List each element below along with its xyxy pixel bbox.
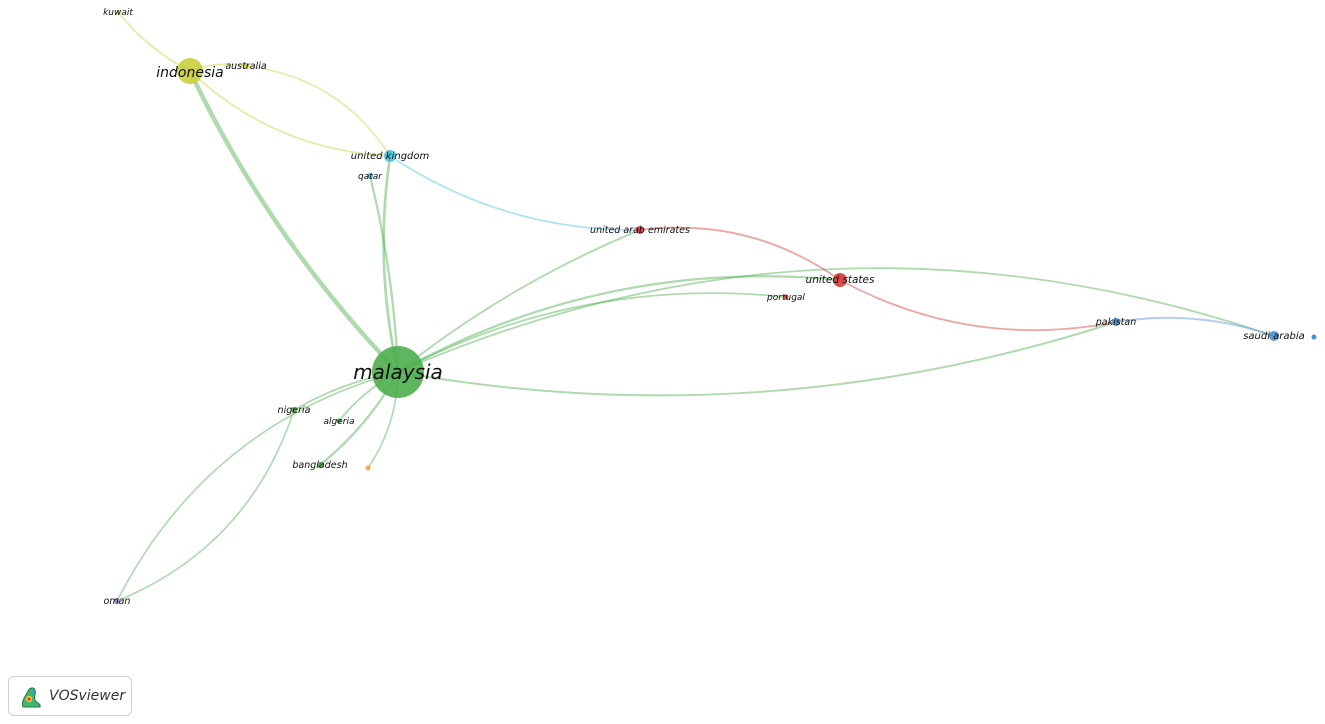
- link-malaysia-saudi-arabia: [397, 267, 1275, 373]
- node-orange-node[interactable]: [365, 465, 371, 471]
- node-malaysia[interactable]: [372, 346, 424, 398]
- node-label-kuwait: kuwait: [103, 8, 133, 18]
- node-label-algeria: algeria: [324, 417, 355, 427]
- link-pakistan-saudi-arabia: [1115, 316, 1275, 337]
- node-extra-blue[interactable]: [1311, 334, 1317, 340]
- node-bangladesh[interactable]: [317, 462, 323, 468]
- link-malaysia-indonesia: [187, 70, 400, 374]
- node-united-kingdom[interactable]: [384, 150, 396, 162]
- node-label-united-kingdom: united kingdom: [351, 151, 430, 162]
- link-united-arab-emirates-united-states: [639, 226, 841, 281]
- node-label-australia: australia: [225, 61, 267, 72]
- node-portugal[interactable]: [783, 294, 789, 300]
- node-australia[interactable]: [243, 63, 249, 69]
- node-algeria[interactable]: [336, 418, 342, 424]
- link-malaysia-pakistan: [397, 321, 1117, 397]
- link-nigeria-oman: [116, 409, 295, 602]
- link-australia-united-kingdom: [245, 65, 391, 157]
- node-label-malaysia: malaysia: [353, 360, 443, 384]
- node-united-arab-emirates[interactable]: [636, 226, 644, 234]
- link-united-states-pakistan: [839, 279, 1117, 332]
- node-pakistan[interactable]: [1112, 318, 1120, 326]
- node-nigeria[interactable]: [291, 407, 297, 413]
- link-malaysia-oman: [116, 371, 399, 602]
- vosviewer-logo-icon: [22, 687, 41, 708]
- node-kuwait[interactable]: [116, 10, 120, 14]
- node-label-bangladesh: bangladesh: [292, 460, 347, 471]
- link-malaysia-united-arab-emirates: [397, 229, 641, 373]
- link-malaysia-portugal: [397, 292, 787, 373]
- node-saudi-arabia[interactable]: [1269, 331, 1279, 341]
- node-label-nigeria: nigeria: [278, 405, 311, 416]
- node-label-oman: oman: [104, 596, 131, 607]
- link-malaysia-united-states: [397, 275, 841, 373]
- node-indonesia[interactable]: [177, 58, 203, 84]
- vosviewer-badge[interactable]: VOSviewer: [8, 676, 132, 716]
- link-malaysia-united-kingdom: [382, 155, 400, 373]
- node-label-saudi-arabia: saudi arabia: [1243, 331, 1305, 342]
- app-name: VOSviewer: [49, 688, 126, 704]
- link-layer: [116, 11, 1275, 602]
- node-oman[interactable]: [114, 598, 120, 604]
- node-label-united-states: united states: [806, 274, 875, 286]
- node-label-pakistan: pakistan: [1095, 317, 1137, 328]
- link-united-kingdom-united-arab-emirates: [389, 155, 641, 231]
- node-layer: [114, 10, 1317, 604]
- node-label-portugal: portugal: [766, 293, 805, 303]
- node-label-indonesia: indonesia: [156, 65, 223, 81]
- node-label-united-arab-emirates: united arab emirates: [590, 225, 690, 236]
- node-qatar[interactable]: [367, 173, 373, 179]
- label-layer: malaysia indonesia kuwait australia united k…: [103, 8, 1305, 607]
- node-label-qatar: qatar: [358, 172, 383, 182]
- link-indonesia-kuwait: [117, 11, 191, 72]
- node-united-states[interactable]: [833, 273, 847, 287]
- link-indonesia-united-kingdom: [189, 70, 391, 157]
